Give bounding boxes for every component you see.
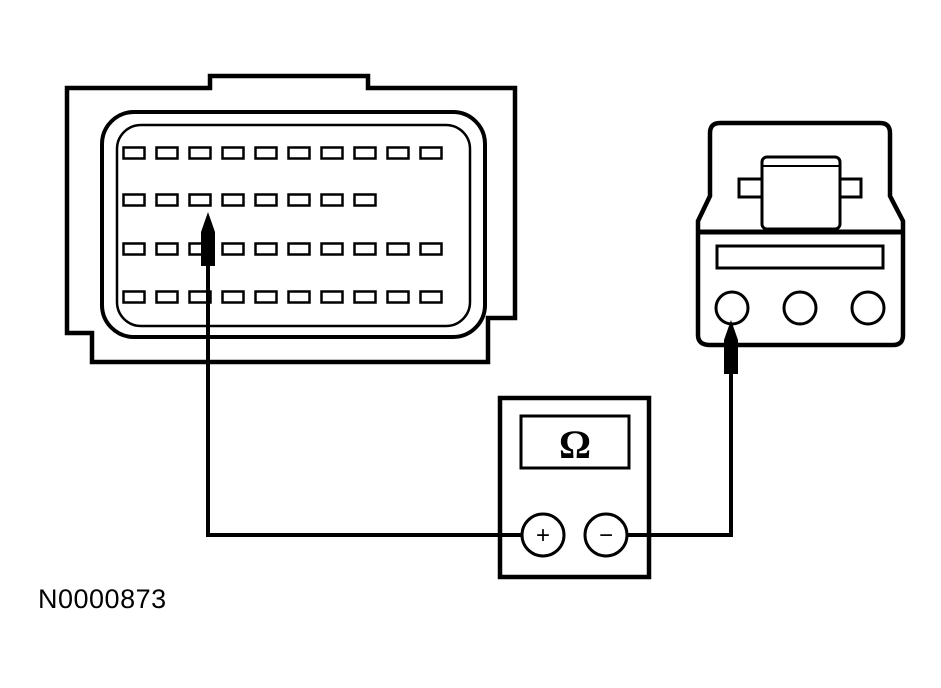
ohm-symbol: Ω xyxy=(559,422,591,467)
pin-cavity-r1-9 xyxy=(386,146,410,160)
left-connector-housing xyxy=(64,73,518,365)
pin-cavity-r3-1 xyxy=(122,242,146,256)
pin-cavity-r3-10 xyxy=(419,242,443,256)
left-connector-face-outer xyxy=(100,110,487,339)
right-terminal-1 xyxy=(714,290,750,326)
pin-cavity-r4-3 xyxy=(188,290,212,304)
pin-cavity-r2-8 xyxy=(353,193,377,207)
pin-cavity-r2-7 xyxy=(320,193,344,207)
pin-cavity-r3-9 xyxy=(386,242,410,256)
left-connector xyxy=(64,73,518,365)
pin-cavity-r2-3 xyxy=(188,193,212,207)
right-terminal-2 xyxy=(782,290,818,326)
pin-cavity-r1-5 xyxy=(254,146,278,160)
pin-cavity-r2-1 xyxy=(122,193,146,207)
pin-cavity-r3-6 xyxy=(287,242,311,256)
negative-probe-tip xyxy=(724,320,738,374)
positive-terminal-symbol: + xyxy=(536,522,550,549)
pin-cavity-r4-4 xyxy=(221,290,245,304)
pin-cavity-r3-7 xyxy=(320,242,344,256)
pin-cavity-r4-10 xyxy=(419,290,443,304)
pin-cavity-r1-8 xyxy=(353,146,377,160)
left-connector-pins xyxy=(122,146,443,304)
figure-id-label: N0000873 xyxy=(38,584,167,614)
pin-cavity-r4-2 xyxy=(155,290,179,304)
negative-test-lead xyxy=(627,372,733,537)
pin-cavity-r4-9 xyxy=(386,290,410,304)
pin-cavity-r1-4 xyxy=(221,146,245,160)
pin-cavity-r2-4 xyxy=(221,193,245,207)
right-component-latch-tab xyxy=(760,155,842,231)
pin-cavity-r3-2 xyxy=(155,242,179,256)
pin-cavity-r1-3 xyxy=(188,146,212,160)
pin-cavity-r1-10 xyxy=(419,146,443,160)
pin-cavity-r4-6 xyxy=(287,290,311,304)
pin-cavity-r1-7 xyxy=(320,146,344,160)
pin-cavity-r3-5 xyxy=(254,242,278,256)
pin-cavity-r3-8 xyxy=(353,242,377,256)
pin-cavity-r4-1 xyxy=(122,290,146,304)
pin-cavity-r1-1 xyxy=(122,146,146,160)
left-connector-face-inner xyxy=(115,123,472,328)
test-leads xyxy=(201,212,738,537)
pin-cavity-r3-4 xyxy=(221,242,245,256)
pin-cavity-r4-8 xyxy=(353,290,377,304)
pin-cavity-r2-6 xyxy=(287,193,311,207)
pin-cavity-r4-7 xyxy=(320,290,344,304)
ohmmeter: Ω + − xyxy=(497,395,652,580)
ohmmeter-display xyxy=(519,414,631,470)
pin-cavity-r2-2 xyxy=(155,193,179,207)
positive-probe-tip xyxy=(201,212,215,266)
pin-cavity-r1-6 xyxy=(287,146,311,160)
positive-test-lead xyxy=(206,262,522,537)
pin-cavity-r2-5 xyxy=(254,193,278,207)
right-component xyxy=(695,120,906,348)
right-terminal-3 xyxy=(850,290,886,326)
pin-cavity-r1-2 xyxy=(155,146,179,160)
pin-cavity-r4-5 xyxy=(254,290,278,304)
negative-terminal-symbol: − xyxy=(599,522,613,549)
right-component-label-slot xyxy=(715,244,885,270)
